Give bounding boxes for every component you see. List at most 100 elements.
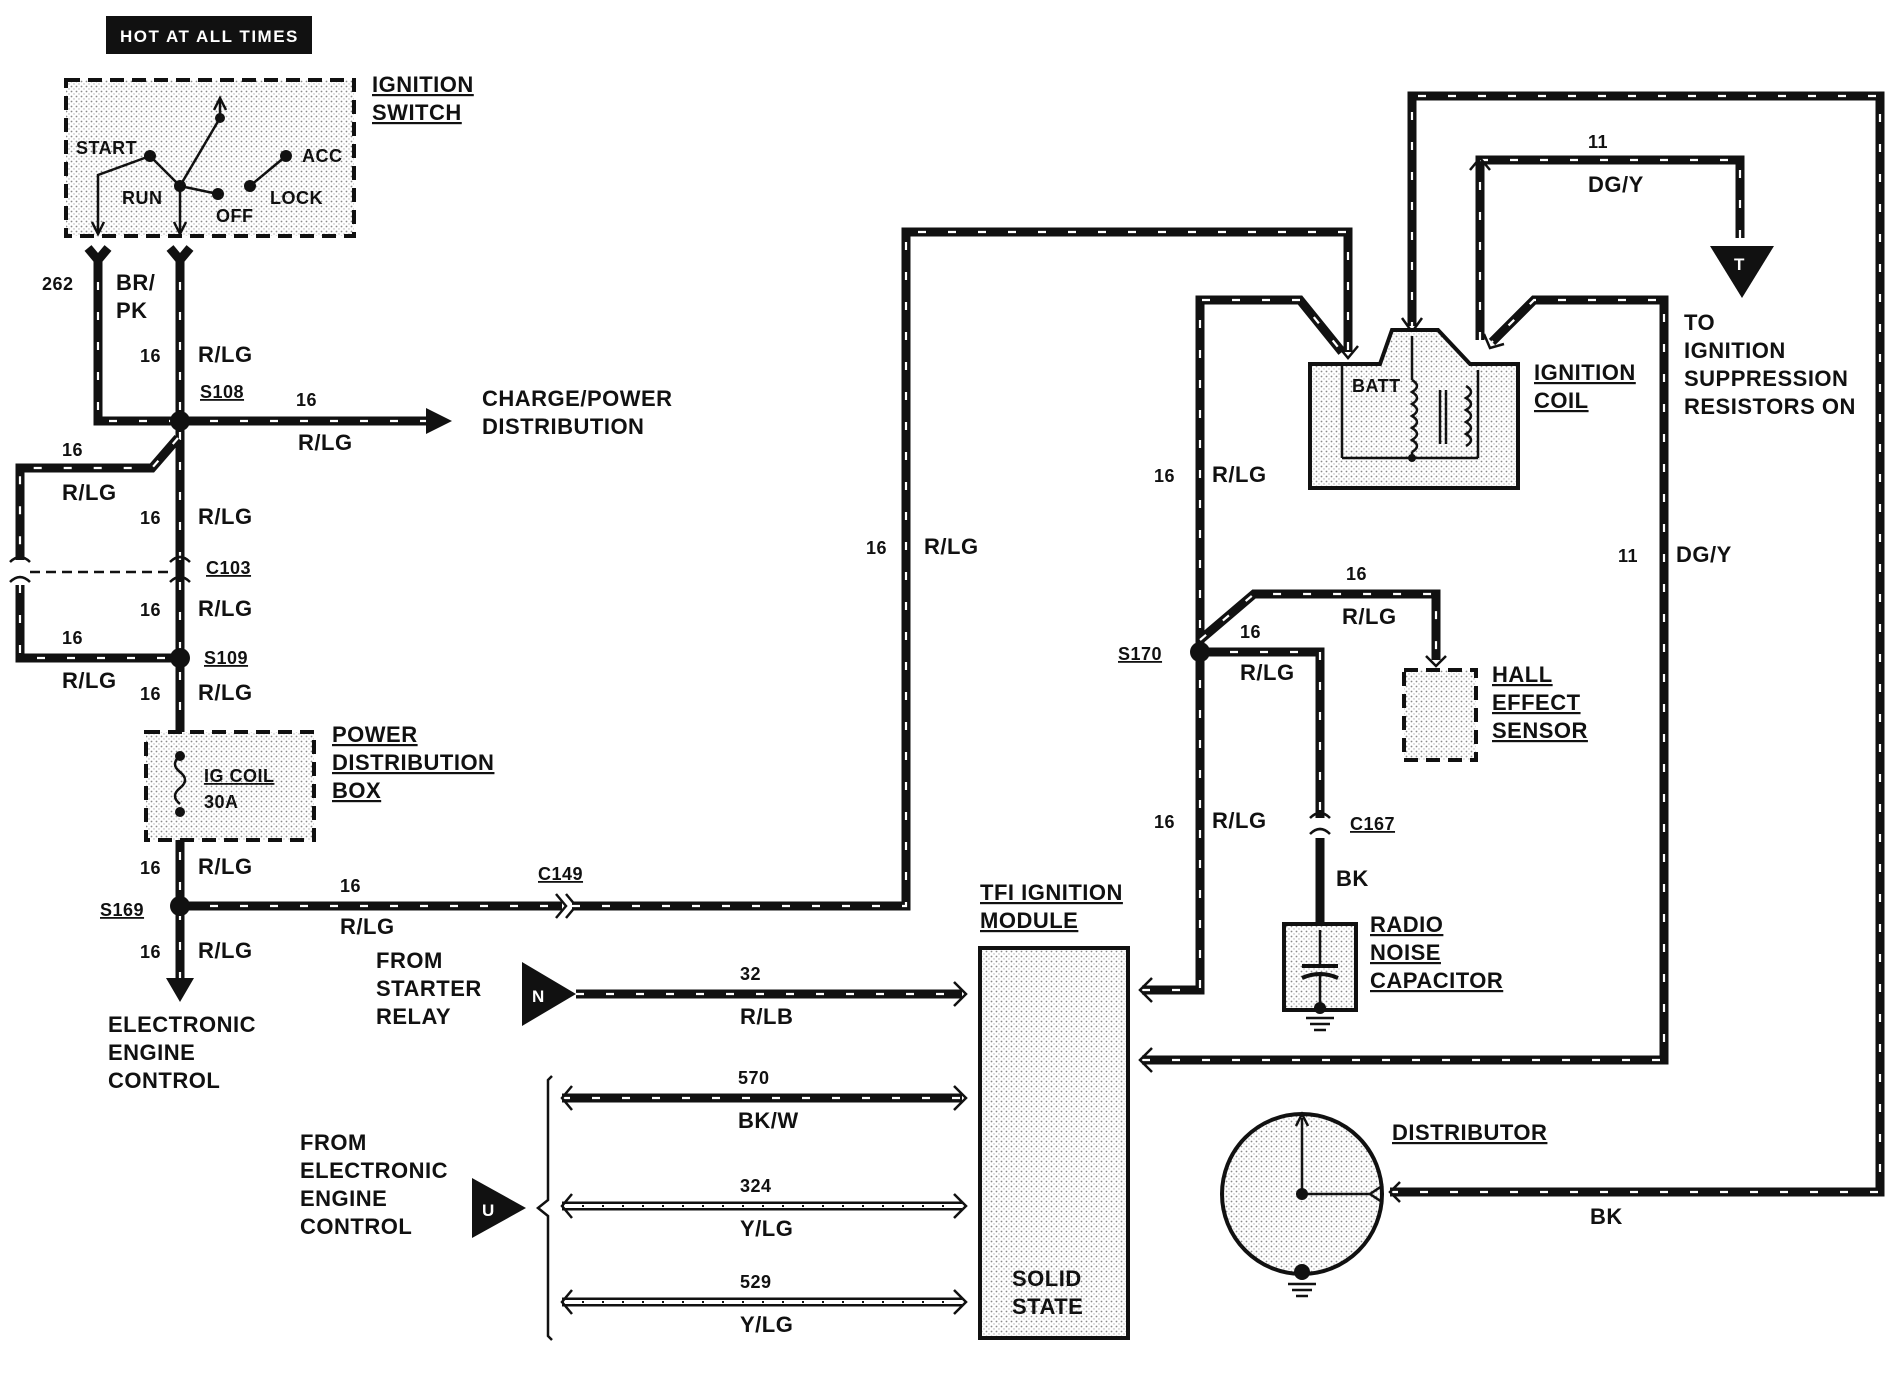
- wire-570-circuit: 570: [738, 1068, 770, 1088]
- radio-cap-line-2: NOISE: [1370, 940, 1441, 965]
- wire-color-12: R/LG: [1212, 462, 1267, 487]
- eec-in-line-1: FROM: [300, 1130, 367, 1155]
- wire-262-color-1: BR/: [116, 270, 155, 295]
- splice-s109: [170, 648, 190, 668]
- fuse-rating: 30A: [204, 792, 239, 812]
- tfi-body-line-2: STATE: [1012, 1294, 1083, 1319]
- distributor: [1220, 1111, 1384, 1298]
- power-dist-box-title-3: BOX: [332, 778, 381, 803]
- connector-c149-label: C149: [538, 864, 583, 884]
- switch-start-label: START: [76, 138, 137, 158]
- wire-11-circuit-top: 11: [1588, 132, 1608, 152]
- wire-gauge-8: 16: [140, 858, 161, 878]
- splice-s109-label: S109: [204, 648, 248, 668]
- ignition-coil-title-1: IGNITION: [1534, 360, 1636, 385]
- starter-relay-line-1: FROM: [376, 948, 443, 973]
- ignition-coil-title-2: COIL: [1534, 388, 1589, 413]
- switch-off-label: OFF: [216, 206, 254, 226]
- wire-gauge-11: 16: [866, 538, 887, 558]
- wire-32-circuit: 32: [740, 964, 761, 984]
- starter-relay-line-3: RELAY: [376, 1004, 451, 1029]
- charge-power-line-2: DISTRIBUTION: [482, 414, 644, 439]
- eec-out-line-1: ELECTRONIC: [108, 1012, 256, 1037]
- tfi-ignition-module: SOLID STATE: [978, 946, 1130, 1340]
- wire-color-14: R/LG: [1240, 660, 1295, 685]
- wire-gauge-6: 16: [62, 628, 83, 648]
- connector-c103-label: C103: [206, 558, 251, 578]
- wire-32-color: R/LB: [740, 1004, 793, 1029]
- tfi-title-2: MODULE: [980, 908, 1078, 933]
- hall-effect-sensor: [1402, 668, 1478, 762]
- suppression-line-3: SUPPRESSION: [1684, 366, 1848, 391]
- wire-color-7: R/LG: [198, 680, 253, 705]
- distributor-title: DISTRIBUTOR: [1392, 1120, 1547, 1145]
- wire-gauge-5: 16: [140, 600, 161, 620]
- wire-gauge-7: 16: [140, 684, 161, 704]
- wire-gauge-3: 16: [62, 440, 83, 460]
- suppression-line-2: IGNITION: [1684, 338, 1786, 363]
- connector-c167-label: C167: [1350, 814, 1395, 834]
- wire-262-color-2: PK: [116, 298, 148, 323]
- starter-relay-line-2: STARTER: [376, 976, 482, 1001]
- wire-color-4: R/LG: [198, 504, 253, 529]
- wire-gauge-1: 16: [140, 346, 161, 366]
- splice-s169-label: S169: [100, 900, 144, 920]
- wire-color-6: R/LG: [62, 668, 117, 693]
- hall-sensor-line-1: HALL: [1492, 662, 1553, 687]
- marker-n: N: [532, 987, 546, 1006]
- suppression-line-1: TO: [1684, 310, 1715, 335]
- hot-at-all-times-label: HOT AT ALL TIMES: [120, 27, 299, 46]
- wire-color-5: R/LG: [198, 596, 253, 621]
- tfi-title-1: TFI IGNITION: [980, 880, 1123, 905]
- eec-out-line-2: ENGINE: [108, 1040, 195, 1065]
- hall-sensor-line-3: SENSOR: [1492, 718, 1588, 743]
- starter-relay-input: N: [522, 962, 968, 1026]
- hall-sensor-line-2: EFFECT: [1492, 690, 1581, 715]
- radio-cap-line-3: CAPACITOR: [1370, 968, 1503, 993]
- eec-in-line-2: ELECTRONIC: [300, 1158, 448, 1183]
- tfi-body-line-1: SOLID: [1012, 1266, 1082, 1291]
- switch-lock-label: LOCK: [270, 188, 323, 208]
- wire-color-10: R/LG: [198, 938, 253, 963]
- splice-s170-label: S170: [1118, 644, 1162, 664]
- wire-color-1: R/LG: [198, 342, 253, 367]
- wire-bk-cap: BK: [1336, 866, 1369, 891]
- splice-s108: [170, 411, 190, 431]
- left-wiring: [9, 227, 1359, 1002]
- wire-324-circuit: 324: [740, 1176, 772, 1196]
- power-distribution-box: IG COIL 30A: [144, 730, 316, 842]
- wire-gauge-2: 16: [296, 390, 317, 410]
- wire-11-color-right: DG/Y: [1676, 542, 1732, 567]
- wire-color-3: R/LG: [62, 480, 117, 505]
- ignition-coil: BATT: [1308, 328, 1520, 490]
- ignition-switch-title-1: IGNITION: [372, 72, 474, 97]
- switch-acc-label: ACC: [302, 146, 343, 166]
- splice-s169: [170, 896, 190, 916]
- coil-batt-label: BATT: [1352, 376, 1401, 396]
- splice-s108-label: S108: [200, 382, 244, 402]
- ignition-switch: START ACC RUN OFF LOCK: [64, 78, 356, 238]
- eec-in-line-3: ENGINE: [300, 1186, 387, 1211]
- wire-gauge-14: 16: [1240, 622, 1261, 642]
- charge-power-line-1: CHARGE/POWER: [482, 386, 673, 411]
- power-dist-box-title-2: DISTRIBUTION: [332, 750, 494, 775]
- wire-11-circuit-right: 11: [1618, 546, 1638, 566]
- splice-s170: [1190, 642, 1210, 662]
- wire-529-circuit: 529: [740, 1272, 772, 1292]
- wire-gauge-13: 16: [1346, 564, 1367, 584]
- wire-color-13: R/LG: [1342, 604, 1397, 629]
- wire-324-color: Y/LG: [740, 1216, 793, 1241]
- power-dist-box-title-1: POWER: [332, 722, 418, 747]
- wire-570-color: BK/W: [738, 1108, 799, 1133]
- wire-gauge-9: 16: [340, 876, 361, 896]
- wire-bk-distributor: BK: [1590, 1204, 1623, 1229]
- right-wiring: [1138, 91, 1885, 1203]
- wire-262-circuit: 262: [42, 274, 74, 294]
- suppression-line-4: RESISTORS ON: [1684, 394, 1856, 419]
- wire-gauge-12: 16: [1154, 466, 1175, 486]
- wire-11-color-top: DG/Y: [1588, 172, 1644, 197]
- marker-t: T: [1734, 255, 1746, 274]
- eec-input-bundle: U: [472, 1075, 968, 1341]
- radio-cap-line-1: RADIO: [1370, 912, 1443, 937]
